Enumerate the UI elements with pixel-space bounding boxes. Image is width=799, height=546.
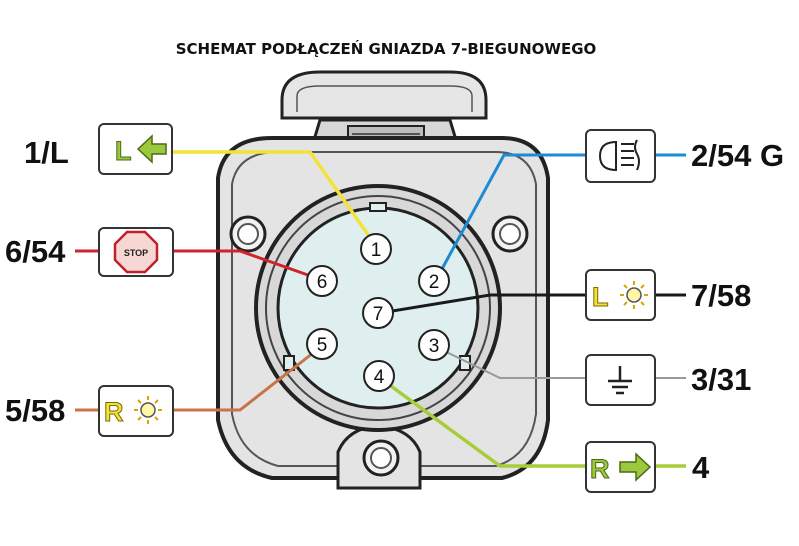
socket-body <box>216 70 550 490</box>
wires <box>75 150 686 468</box>
bulb-icon <box>620 281 648 309</box>
pin-4: 4 <box>363 360 395 392</box>
pin-2-number: 2 <box>429 272 440 293</box>
wire-pin5 <box>173 344 323 412</box>
pin-4-number: 4 <box>374 367 385 388</box>
left-indicator-letter: L <box>115 136 132 166</box>
left-position-letter: L <box>592 282 609 312</box>
pin-5: 5 <box>306 328 338 360</box>
wire-pin6-right <box>173 249 323 282</box>
pin-7: 7 <box>362 297 394 329</box>
label-pin4: 4 <box>692 450 710 485</box>
left-position-box: L <box>585 269 656 321</box>
bulb-icon <box>134 396 162 424</box>
pin-6: 6 <box>306 265 338 297</box>
screw-hole-left <box>229 215 267 253</box>
pin-1-number: 1 <box>371 240 382 261</box>
fog-light-icon <box>598 139 640 172</box>
pin-1: 1 <box>360 233 392 265</box>
left-arrow-icon <box>136 134 167 164</box>
pin-6-number: 6 <box>317 272 328 293</box>
right-indicator-letter: R <box>590 454 610 484</box>
diagram-title: SCHEMAT PODŁĄCZEŃ GNIAZDA 7-BIEGUNOWEGO <box>176 39 597 58</box>
pin-2: 2 <box>418 265 450 297</box>
ground-icon <box>608 366 632 395</box>
wire-pin4 <box>378 376 586 468</box>
pin-7-number: 7 <box>373 304 384 325</box>
stop-text: STOP <box>124 248 148 258</box>
label-pin6: 6/54 <box>5 234 66 269</box>
pin-3-number: 3 <box>429 336 440 357</box>
screw-hole-right <box>491 215 529 253</box>
pin-5-number: 5 <box>317 335 328 356</box>
pin-3: 3 <box>418 329 450 361</box>
right-position-letter: R <box>104 397 124 427</box>
label-pin7: 7/58 <box>691 278 751 313</box>
right-position-box: R <box>98 385 174 437</box>
label-pin3: 3/31 <box>691 362 751 397</box>
pins: 1 2 3 4 5 6 7 <box>306 233 450 392</box>
right-arrow-icon <box>619 452 652 482</box>
left-indicator-box: L <box>98 123 173 175</box>
label-pin1: 1/L <box>24 135 69 170</box>
wire-pin1 <box>172 150 378 248</box>
stop-box: STOP <box>98 227 174 277</box>
fog-light-box <box>585 129 656 183</box>
wire-pin2 <box>434 153 586 281</box>
label-pin2: 2/54 G <box>691 138 784 173</box>
wire-pin3 <box>433 345 586 379</box>
wire-pin7 <box>379 293 586 315</box>
stop-sign-icon <box>113 230 159 274</box>
label-pin5: 5/58 <box>5 393 65 428</box>
right-indicator-box: R <box>585 441 656 493</box>
screw-hole-bottom <box>362 439 400 477</box>
ground-box <box>585 354 656 406</box>
